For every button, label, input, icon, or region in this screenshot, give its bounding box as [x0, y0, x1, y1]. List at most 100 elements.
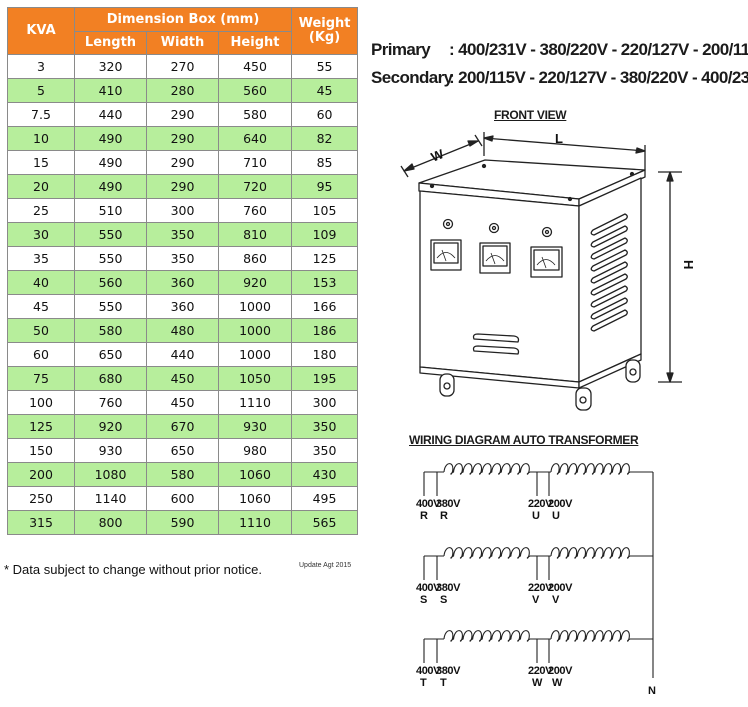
cell-weight: 350 [291, 414, 359, 439]
cell-kva: 40 [7, 270, 75, 295]
cell-width: 290 [146, 150, 219, 175]
dim-h-label: H [681, 260, 696, 269]
cell-length: 550 [74, 222, 147, 247]
secondary-label: Secondary [371, 68, 453, 87]
cell-weight: 565 [291, 510, 359, 535]
neutral-label: N [648, 685, 656, 697]
wiring-label-v4: 200V [548, 498, 573, 510]
cell-weight: 430 [291, 462, 359, 487]
primary-label: Primary [371, 40, 431, 59]
cell-width: 580 [146, 462, 219, 487]
cell-weight: 105 [291, 198, 359, 223]
cell-length: 490 [74, 174, 147, 199]
cell-kva: 60 [7, 342, 75, 367]
cell-kva: 5 [7, 78, 75, 103]
wiring-label-v1: 400V [416, 665, 441, 677]
update-stamp: Update Agt 2015 [299, 562, 352, 569]
cell-height: 920 [217, 270, 293, 295]
wiring-label-v2: 380V [436, 665, 461, 677]
cell-height: 560 [217, 78, 293, 103]
cell-weight: 350 [291, 438, 359, 463]
cell-kva: 45 [7, 294, 75, 319]
cell-kva: 50 [7, 318, 75, 343]
cell-width: 590 [146, 510, 219, 535]
cell-weight: 166 [291, 294, 359, 319]
cell-length: 410 [74, 78, 147, 103]
wiring-label-p1: S [420, 594, 427, 606]
cell-length: 760 [74, 390, 147, 415]
dimension-h: H [658, 171, 696, 383]
cell-kva: 150 [7, 438, 75, 463]
cell-width: 450 [146, 390, 219, 415]
front-view-title: FRONT VIEW [494, 108, 567, 122]
cell-kva: 7.5 [7, 102, 75, 127]
dimension-w: W [400, 134, 483, 178]
secondary-value: : 200/115V - 220/127V - 380/220V - 400/2… [449, 68, 748, 87]
header-height: Height [217, 31, 293, 55]
dimension-l: L [483, 131, 646, 170]
cell-length: 1140 [74, 486, 147, 511]
cell-height: 580 [217, 102, 293, 127]
wiring-label-p3: W [532, 677, 543, 689]
wiring-label-v1: 400V [416, 582, 441, 594]
cell-kva: 3 [7, 54, 75, 79]
cell-weight: 82 [291, 126, 359, 151]
cell-weight: 300 [291, 390, 359, 415]
wiring-label-v3: 220V [528, 665, 553, 677]
cell-width: 290 [146, 102, 219, 127]
cell-height: 860 [217, 246, 293, 271]
cell-kva: 10 [7, 126, 75, 151]
cell-height: 1110 [217, 390, 293, 415]
cell-length: 550 [74, 246, 147, 271]
cell-width: 290 [146, 126, 219, 151]
cell-width: 440 [146, 342, 219, 367]
cell-weight: 495 [291, 486, 359, 511]
cell-height: 1000 [217, 294, 293, 319]
cell-height: 1110 [217, 510, 293, 535]
wiring-label-p4: U [552, 510, 560, 522]
cell-height: 930 [217, 414, 293, 439]
wiring-label-p2: T [440, 677, 447, 689]
cell-kva: 125 [7, 414, 75, 439]
cell-height: 450 [217, 54, 293, 79]
cell-weight: 180 [291, 342, 359, 367]
dimension-table: KVA Dimension Box (mm) Weight(Kg) Length… [7, 7, 359, 535]
header-kva: KVA [7, 7, 75, 55]
cell-width: 600 [146, 486, 219, 511]
wiring-label-v4: 200V [548, 582, 573, 594]
cell-weight: 55 [291, 54, 359, 79]
cell-length: 650 [74, 342, 147, 367]
cell-height: 1000 [217, 318, 293, 343]
primary-value: : 400/231V - 380/220V - 220/127V - 200/1… [449, 40, 748, 59]
cell-weight: 186 [291, 318, 359, 343]
cell-length: 490 [74, 150, 147, 175]
wiring-label-v2: 380V [436, 498, 461, 510]
cell-width: 670 [146, 414, 219, 439]
header-length: Length [74, 31, 147, 55]
cell-length: 550 [74, 294, 147, 319]
wiring-label-p2: R [440, 510, 448, 522]
cell-height: 1000 [217, 342, 293, 367]
cell-kva: 30 [7, 222, 75, 247]
cell-width: 300 [146, 198, 219, 223]
cell-length: 440 [74, 102, 147, 127]
cell-length: 680 [74, 366, 147, 391]
cell-width: 280 [146, 78, 219, 103]
wiring-label-v4: 200V [548, 665, 573, 677]
cell-kva: 315 [7, 510, 75, 535]
cell-width: 650 [146, 438, 219, 463]
